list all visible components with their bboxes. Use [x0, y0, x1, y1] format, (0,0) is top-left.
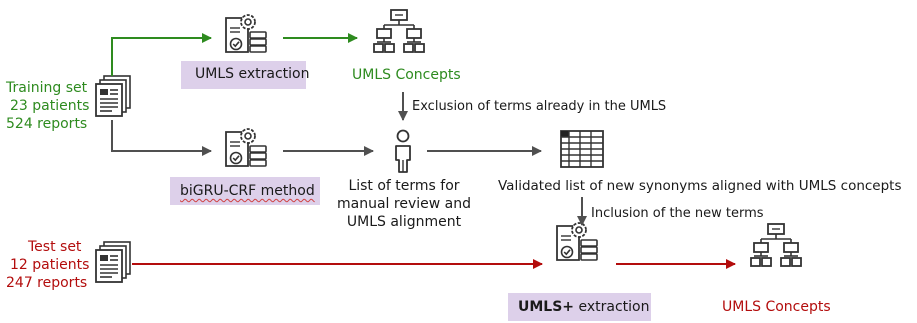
- umls-plus-rest: extraction: [574, 299, 650, 315]
- umls-concepts-bottom-label: UMLS Concepts: [722, 299, 831, 315]
- exclusion-label: Exclusion of terms already in the UMLS: [412, 99, 667, 114]
- review-line-1: List of terms for: [348, 178, 460, 194]
- umls-concepts-top-label: UMLS Concepts: [352, 67, 461, 83]
- validated-list-label: Validated list of new synonyms aligned w…: [498, 178, 902, 194]
- test-reports-label: 247 reports: [6, 275, 88, 291]
- umls-plus-process-icon: [556, 222, 598, 261]
- umls-plus-label: UMLS+ extraction: [518, 299, 650, 316]
- review-line-2: manual review and: [337, 196, 471, 212]
- review-line-3: UMLS alignment: [346, 214, 462, 230]
- training-reports-label: 524 reports: [6, 116, 88, 132]
- training-to-umls-extraction-arrow: [111, 33, 212, 76]
- bigru-label: biGRU-CRF method: [180, 183, 315, 199]
- umls-plus-box: [508, 293, 651, 321]
- umls-extraction-process-icon: [225, 14, 267, 53]
- bigru-box: [170, 177, 320, 205]
- training-to-bigru-arrow: [111, 120, 212, 156]
- umls-concepts-top-hierarchy-icon: [373, 9, 425, 53]
- test-set-label: Test set: [28, 239, 82, 255]
- test-patients-label: 12 patients: [10, 257, 90, 273]
- umls-extraction-label: UMLS extraction: [195, 66, 310, 82]
- umls-extraction-box: [181, 61, 306, 89]
- bigru-process-icon: [225, 128, 267, 167]
- training-document-stack-icon: [95, 75, 131, 117]
- inclusion-label: Inclusion of the new terms: [591, 206, 764, 221]
- training-patients-label: 23 patients: [10, 98, 90, 114]
- training-set-label: Training set: [6, 80, 88, 96]
- umls-concepts-bottom-hierarchy-icon: [750, 223, 802, 267]
- validated-table-icon: [560, 130, 604, 168]
- reviewer-person-icon: [395, 129, 411, 173]
- umls-plus-bold: UMLS+: [518, 299, 575, 315]
- test-document-stack-icon: [95, 241, 131, 283]
